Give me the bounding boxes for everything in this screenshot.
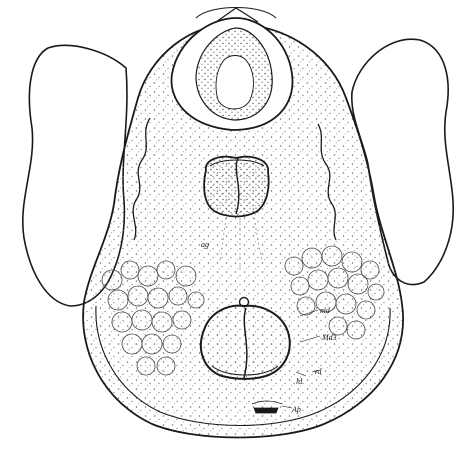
label-md3: Md3 — [321, 333, 337, 342]
label-ld: ld — [296, 377, 303, 386]
pharynx-top-arc — [196, 8, 276, 19]
pharynx-inner-lumen — [216, 56, 253, 110]
ventral-pore — [254, 408, 278, 413]
label-ag: ag — [201, 240, 209, 249]
label-md: md — [320, 306, 331, 315]
label-vd: vd — [314, 367, 323, 376]
label-ap: Ap — [291, 405, 301, 414]
